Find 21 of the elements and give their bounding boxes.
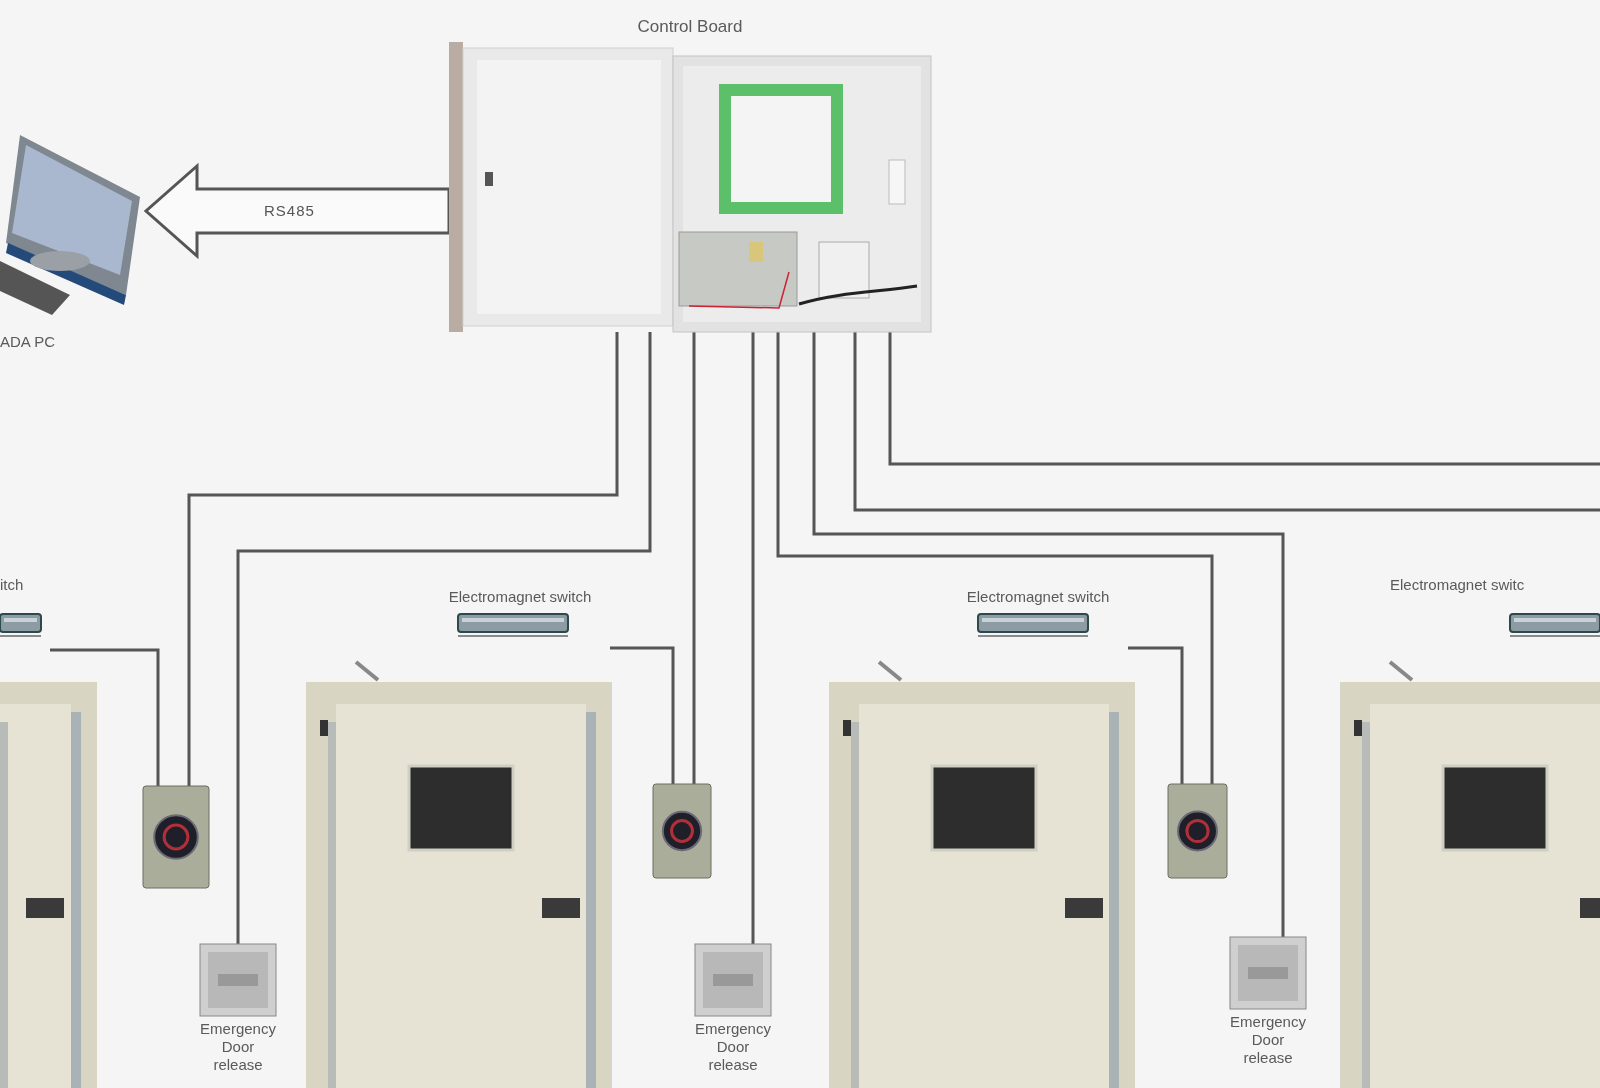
node-label: Emergency Door release [199,1020,277,1074]
wire [692,332,696,784]
node-label: Electromagnet switch [965,588,1111,606]
wire [888,332,1600,466]
node-label: Electromagnet switch [447,588,593,606]
node-label: Emergency Door release [1229,1013,1307,1067]
wire [187,332,619,786]
wire [50,648,160,786]
wire [610,646,675,784]
wire [853,332,1600,512]
wire [236,332,652,944]
node-label: Control Board [636,18,744,36]
hollow-arrow [143,162,451,260]
wire [776,332,1214,784]
node-label: ADA PC [0,333,57,351]
wire [1128,646,1184,784]
wire [751,332,755,944]
wire [812,332,1285,937]
node-label: Emergency Door release [694,1020,772,1074]
node-label: itch [0,576,25,594]
node-label: Electromagnet switc [1390,576,1526,594]
